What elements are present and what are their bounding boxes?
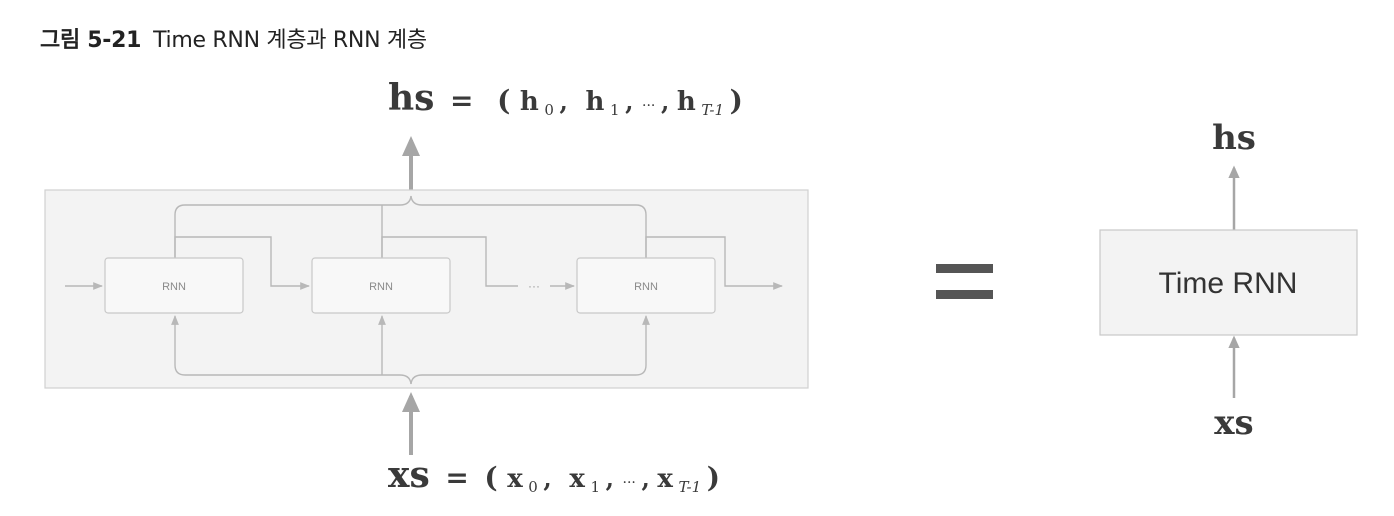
xs-ellipsis: ··· bbox=[623, 475, 636, 491]
unrolled-time-rnn: hs = ( h 0 , h 1 , ··· , h T-1 ) bbox=[44, 77, 809, 496]
xs-equation-open: ( bbox=[484, 461, 497, 494]
hs-equation-close: ) bbox=[730, 84, 743, 117]
xs-equation-lhs: xs bbox=[388, 454, 430, 496]
hs-equation: hs = ( h 0 , h 1 , ··· , h T-1 ) bbox=[388, 77, 743, 119]
figure-title: Time RNN 계층과 RNN 계층 bbox=[153, 28, 427, 53]
rnn-block-1: RNN bbox=[104, 257, 244, 314]
hs-equation-lhs: hs bbox=[388, 77, 434, 119]
hs-item-1-sub: 1 bbox=[610, 101, 620, 119]
output-bus-right bbox=[410, 195, 647, 258]
xs-last-sub: T-1 bbox=[678, 478, 701, 496]
xs-equation-close: ) bbox=[707, 461, 720, 494]
output-bus-left bbox=[174, 195, 412, 258]
hs-equation-eq: = bbox=[450, 84, 473, 117]
input-bus-left bbox=[171, 315, 412, 385]
hs-sep-2: , bbox=[661, 87, 669, 116]
time-rnn-block-label: Time RNN bbox=[1159, 267, 1298, 300]
figure-number: 그림 5-21 bbox=[40, 28, 142, 53]
equals-bar-top bbox=[936, 264, 993, 273]
xs-item-1-sub: 1 bbox=[590, 478, 600, 496]
time-rnn-compact: hs Time RNN xs bbox=[1099, 118, 1358, 443]
hs-ellipsis: ··· bbox=[642, 98, 655, 114]
xs-equation: xs = ( x 0 , x 1 , ··· , x T-1 ) bbox=[388, 454, 720, 496]
rnn-block-3: RNN bbox=[576, 257, 716, 314]
xs-sep-0: , bbox=[543, 464, 551, 493]
equals-bar-bottom bbox=[936, 290, 993, 299]
figure-caption: 그림 5-21 Time RNN 계층과 RNN 계층 bbox=[40, 22, 427, 54]
rnn-block-2-label: RNN bbox=[369, 281, 393, 293]
xs-sep-2: , bbox=[641, 464, 649, 493]
equals-sign: = bbox=[936, 264, 993, 299]
xs-item-1-base: x bbox=[569, 464, 585, 494]
hs-item-1-base: h bbox=[585, 87, 604, 117]
hs-last-sub: T-1 bbox=[701, 101, 724, 119]
hs-sep-1: , bbox=[625, 87, 633, 116]
input-bus-right bbox=[410, 315, 650, 385]
rnn-block-2: RNN bbox=[311, 257, 451, 314]
xs-item-0-sub: 0 bbox=[528, 478, 538, 496]
xs-last-base: x bbox=[657, 464, 673, 494]
hs-item-0-base: h bbox=[520, 87, 539, 117]
right-output-label: hs bbox=[1212, 118, 1256, 158]
chain-ellipsis: ··· bbox=[528, 279, 540, 293]
rnn-block-1-label: RNN bbox=[162, 281, 186, 293]
right-input-label: xs bbox=[1214, 403, 1253, 443]
hs-last-base: h bbox=[677, 87, 696, 117]
hs-item-0-sub: 0 bbox=[544, 101, 554, 119]
time-rnn-block bbox=[1099, 229, 1358, 336]
xs-equation-eq: = bbox=[445, 461, 468, 494]
xs-sep-1: , bbox=[606, 464, 614, 493]
hs-sep-0: , bbox=[560, 87, 568, 116]
rnn-block-3-label: RNN bbox=[634, 281, 658, 293]
hs-equation-open: ( bbox=[497, 84, 510, 117]
xs-item-0-base: x bbox=[507, 464, 523, 494]
